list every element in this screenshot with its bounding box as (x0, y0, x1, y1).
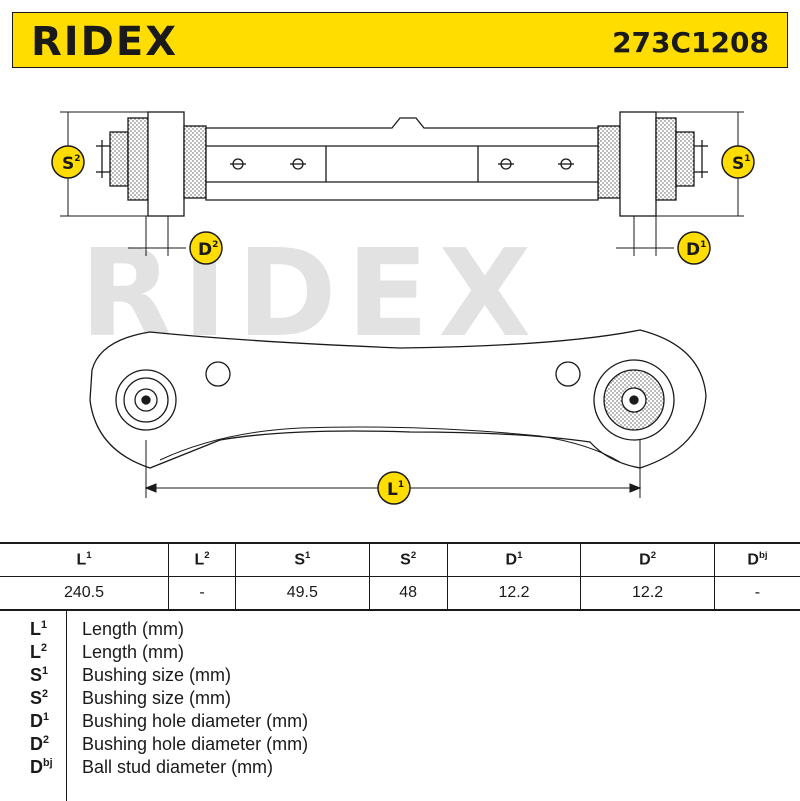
specs-header-cell: D1 (446, 542, 582, 577)
legend: L1 Length (mm) L2 Length (mm) S1 Bushing… (0, 610, 800, 801)
specs-header-cell: S1 (235, 542, 370, 577)
d1-badge-label: D1 (686, 240, 706, 260)
legend-symbol: L1 (30, 619, 48, 639)
d1-badge (677, 231, 711, 265)
legend-divider (66, 611, 67, 801)
brand-logo: RIDEX (31, 19, 179, 65)
specs-value-cell: 49.5 (235, 576, 370, 610)
legend-description: Bushing size (mm) (82, 665, 232, 685)
legend-symbol: S2 (30, 688, 49, 708)
specs-header-cell: S2 (368, 542, 448, 577)
legend-description: Ball stud diameter (mm) (82, 757, 274, 777)
header-bar: RIDEX 273C1208 (12, 12, 788, 68)
specs-value-row: 240.5 - 49.5 48 12.2 12.2 - (0, 576, 800, 610)
legend-symbol: D2 (30, 734, 50, 754)
specs-header-cell: D2 (580, 542, 715, 577)
legend-description: Bushing hole diameter (mm) (82, 711, 309, 731)
d2-badge (189, 231, 223, 265)
legend-symbol: S1 (30, 665, 49, 685)
s2-badge-label: S2 (62, 154, 81, 174)
legend-symbol: D1 (30, 711, 50, 731)
legend-description: Length (mm) (82, 642, 185, 662)
specs-value-cell: - (168, 576, 237, 610)
specs-value-cell: 12.2 (446, 576, 582, 610)
part-number: 273C1208 (612, 26, 769, 59)
legend-description: Bushing hole diameter (mm) (82, 734, 309, 754)
l1-badge (377, 471, 411, 505)
s2-badge (51, 145, 85, 179)
specs-value-cell: 240.5 (0, 576, 170, 610)
specs-table: L1 L2 S1 S2 D1 D2 Dbj 240.5 - 49.5 48 12… (0, 542, 800, 610)
s1-badge-label: S1 (732, 154, 751, 174)
legend-description: Bushing size (mm) (82, 688, 232, 708)
d2-badge-label: D2 (198, 240, 218, 260)
specs-header-cell: L1 (0, 542, 170, 577)
specs-value-cell: - (713, 576, 800, 610)
left-bushing-side-view (96, 111, 207, 217)
legend-description: Length (mm) (82, 619, 185, 639)
legend-symbol: Dbj (30, 757, 53, 777)
specs-header-row: L1 L2 S1 S2 D1 D2 Dbj (0, 542, 800, 577)
specs-value-cell: 48 (368, 576, 448, 610)
specs-value-cell: 12.2 (580, 576, 715, 610)
d-dimension-lines (128, 216, 674, 256)
right-bushing-side-view (597, 111, 708, 217)
specs-header-cell: Dbj (713, 542, 800, 577)
technical-drawing: S2 S1 D2 D1 L1 (51, 111, 755, 505)
l1-badge-label: L1 (387, 480, 404, 500)
specs-header-cell: L2 (168, 542, 237, 577)
arm-top-view (89, 329, 707, 469)
arm-body-side-view (205, 117, 599, 201)
s1-badge (721, 145, 755, 179)
legend-symbol: L2 (30, 642, 48, 662)
